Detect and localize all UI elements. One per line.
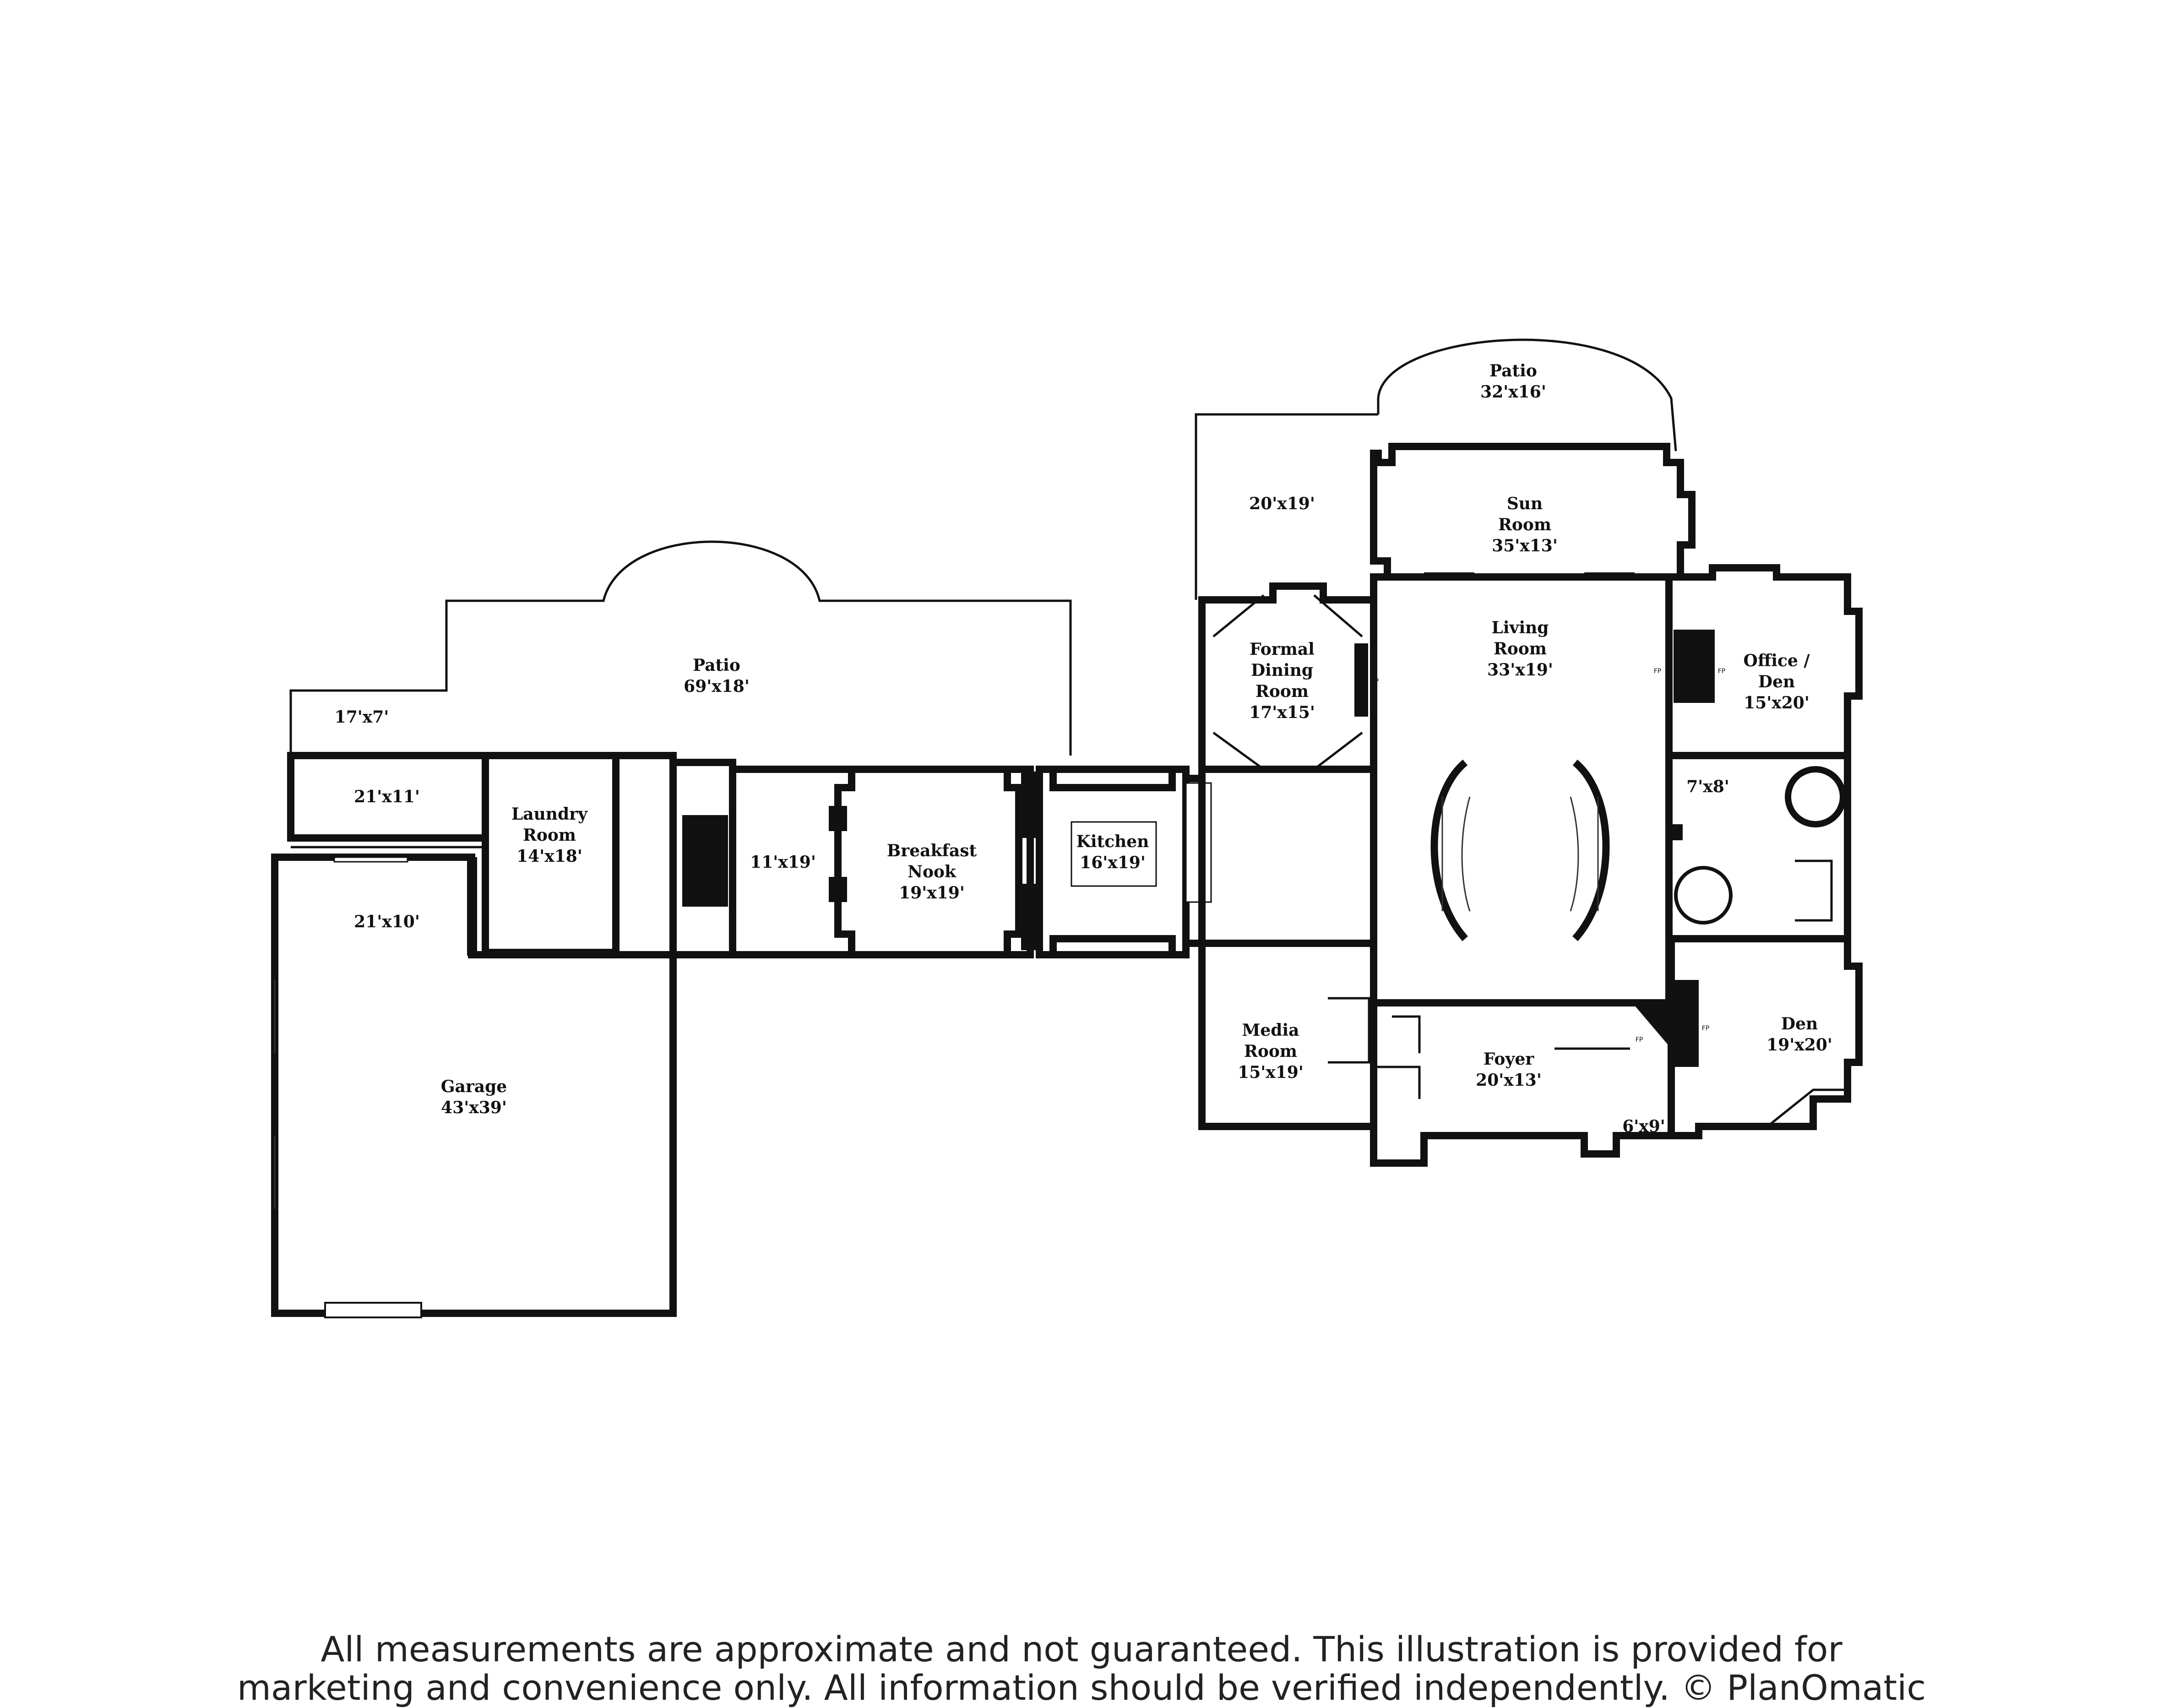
room-label-line: 21'x11' — [354, 787, 420, 806]
room-label-6x9: 6'x9' — [1622, 1117, 1665, 1136]
room-label-line: 43'x39' — [441, 1098, 507, 1117]
room-label-line: 14'x18' — [516, 847, 582, 866]
room-label-line: 20'x13' — [1476, 1071, 1542, 1090]
room-label-line: 16'x19' — [1080, 853, 1146, 872]
room-label-11x19: 11'x19' — [750, 853, 816, 872]
disclaimer-line-2: marketing and convenience only. All info… — [237, 1667, 1926, 1708]
room-label-line: Room — [1494, 639, 1547, 658]
room-label-line: 6'x9' — [1622, 1117, 1665, 1136]
room-label-line: Nook — [908, 862, 957, 881]
room-label-line: Breakfast — [887, 841, 977, 860]
room-label-line: 11'x19' — [750, 853, 816, 872]
room-label-21x10: 21'x10' — [354, 912, 420, 931]
room-label-line: 21'x10' — [354, 912, 420, 931]
room-label-line: 69'x18' — [684, 677, 750, 696]
room-label-line: Kitchen — [1076, 832, 1149, 851]
room-label-line: 17'x7' — [335, 707, 389, 727]
patio-outlines — [289, 338, 1677, 756]
room-label-line: 35'x13' — [1492, 536, 1558, 555]
fireplace-label: FP — [1654, 668, 1662, 675]
room-label-line: Office / — [1743, 651, 1810, 670]
room-label-line: Room — [1498, 515, 1551, 534]
room-label-patio-west: Patio 69'x18' — [684, 656, 750, 696]
room-label-foyer: Foyer 20'x13' — [1476, 1050, 1542, 1090]
room-label-21x11: 21'x11' — [354, 787, 420, 806]
fireplace-tags: FP FP FP FP FP — [1371, 668, 1726, 1044]
room-label-line: Media — [1242, 1021, 1299, 1040]
room-label-line: 15'x19' — [1238, 1063, 1304, 1082]
room-label-line: 33'x19' — [1487, 660, 1553, 680]
room-label-line: 17'x15' — [1249, 703, 1315, 722]
disclaimer: All measurements are approximate and not… — [0, 1630, 2163, 1707]
room-label-line: Dining — [1251, 661, 1313, 680]
room-label-line: Patio — [1489, 361, 1537, 381]
fireplace-label: FP — [1371, 678, 1379, 685]
room-label-line: 7'x8' — [1686, 777, 1729, 796]
west-wing — [287, 752, 1212, 958]
room-label-line: Room — [1255, 682, 1309, 701]
room-label-line: 32'x16' — [1480, 382, 1546, 402]
room-label-line: Foyer — [1484, 1050, 1534, 1069]
room-label-line: Den — [1758, 672, 1795, 691]
fireplace-label: FP — [1718, 668, 1726, 675]
room-label-line: Room — [523, 826, 576, 845]
room-label-line: Living — [1492, 618, 1549, 637]
room-label-patio-small: 17'x7' — [335, 707, 389, 727]
room-label-line: Garage — [441, 1077, 507, 1096]
room-label-line: Room — [1244, 1042, 1297, 1061]
fireplace-label: FP — [1702, 1025, 1710, 1032]
room-label-line: 15'x20' — [1744, 693, 1810, 713]
room-label-line: Laundry — [511, 805, 588, 824]
room-label-office-den: Office / Den 15'x20' — [1743, 651, 1810, 713]
room-label-7x8: 7'x8' — [1686, 777, 1729, 796]
room-label-line: 20'x19' — [1249, 494, 1315, 513]
main-house — [1186, 443, 1863, 1167]
disclaimer-line-1: All measurements are approximate and not… — [321, 1629, 1842, 1670]
fireplace-label: FP — [1636, 1036, 1643, 1044]
room-label-line: Formal — [1250, 640, 1315, 659]
room-label-garage: Garage 43'x39' — [441, 1077, 507, 1117]
room-label-line: 19'x20' — [1766, 1035, 1832, 1055]
room-label-patio-mid: 20'x19' — [1249, 494, 1315, 513]
room-label-kitchen: Kitchen 16'x19' — [1076, 832, 1149, 872]
room-label-line: Den — [1781, 1014, 1818, 1034]
room-label-line: 19'x19' — [899, 883, 965, 903]
room-label-line: Patio — [693, 656, 740, 675]
room-label-line: Sun — [1507, 494, 1543, 513]
